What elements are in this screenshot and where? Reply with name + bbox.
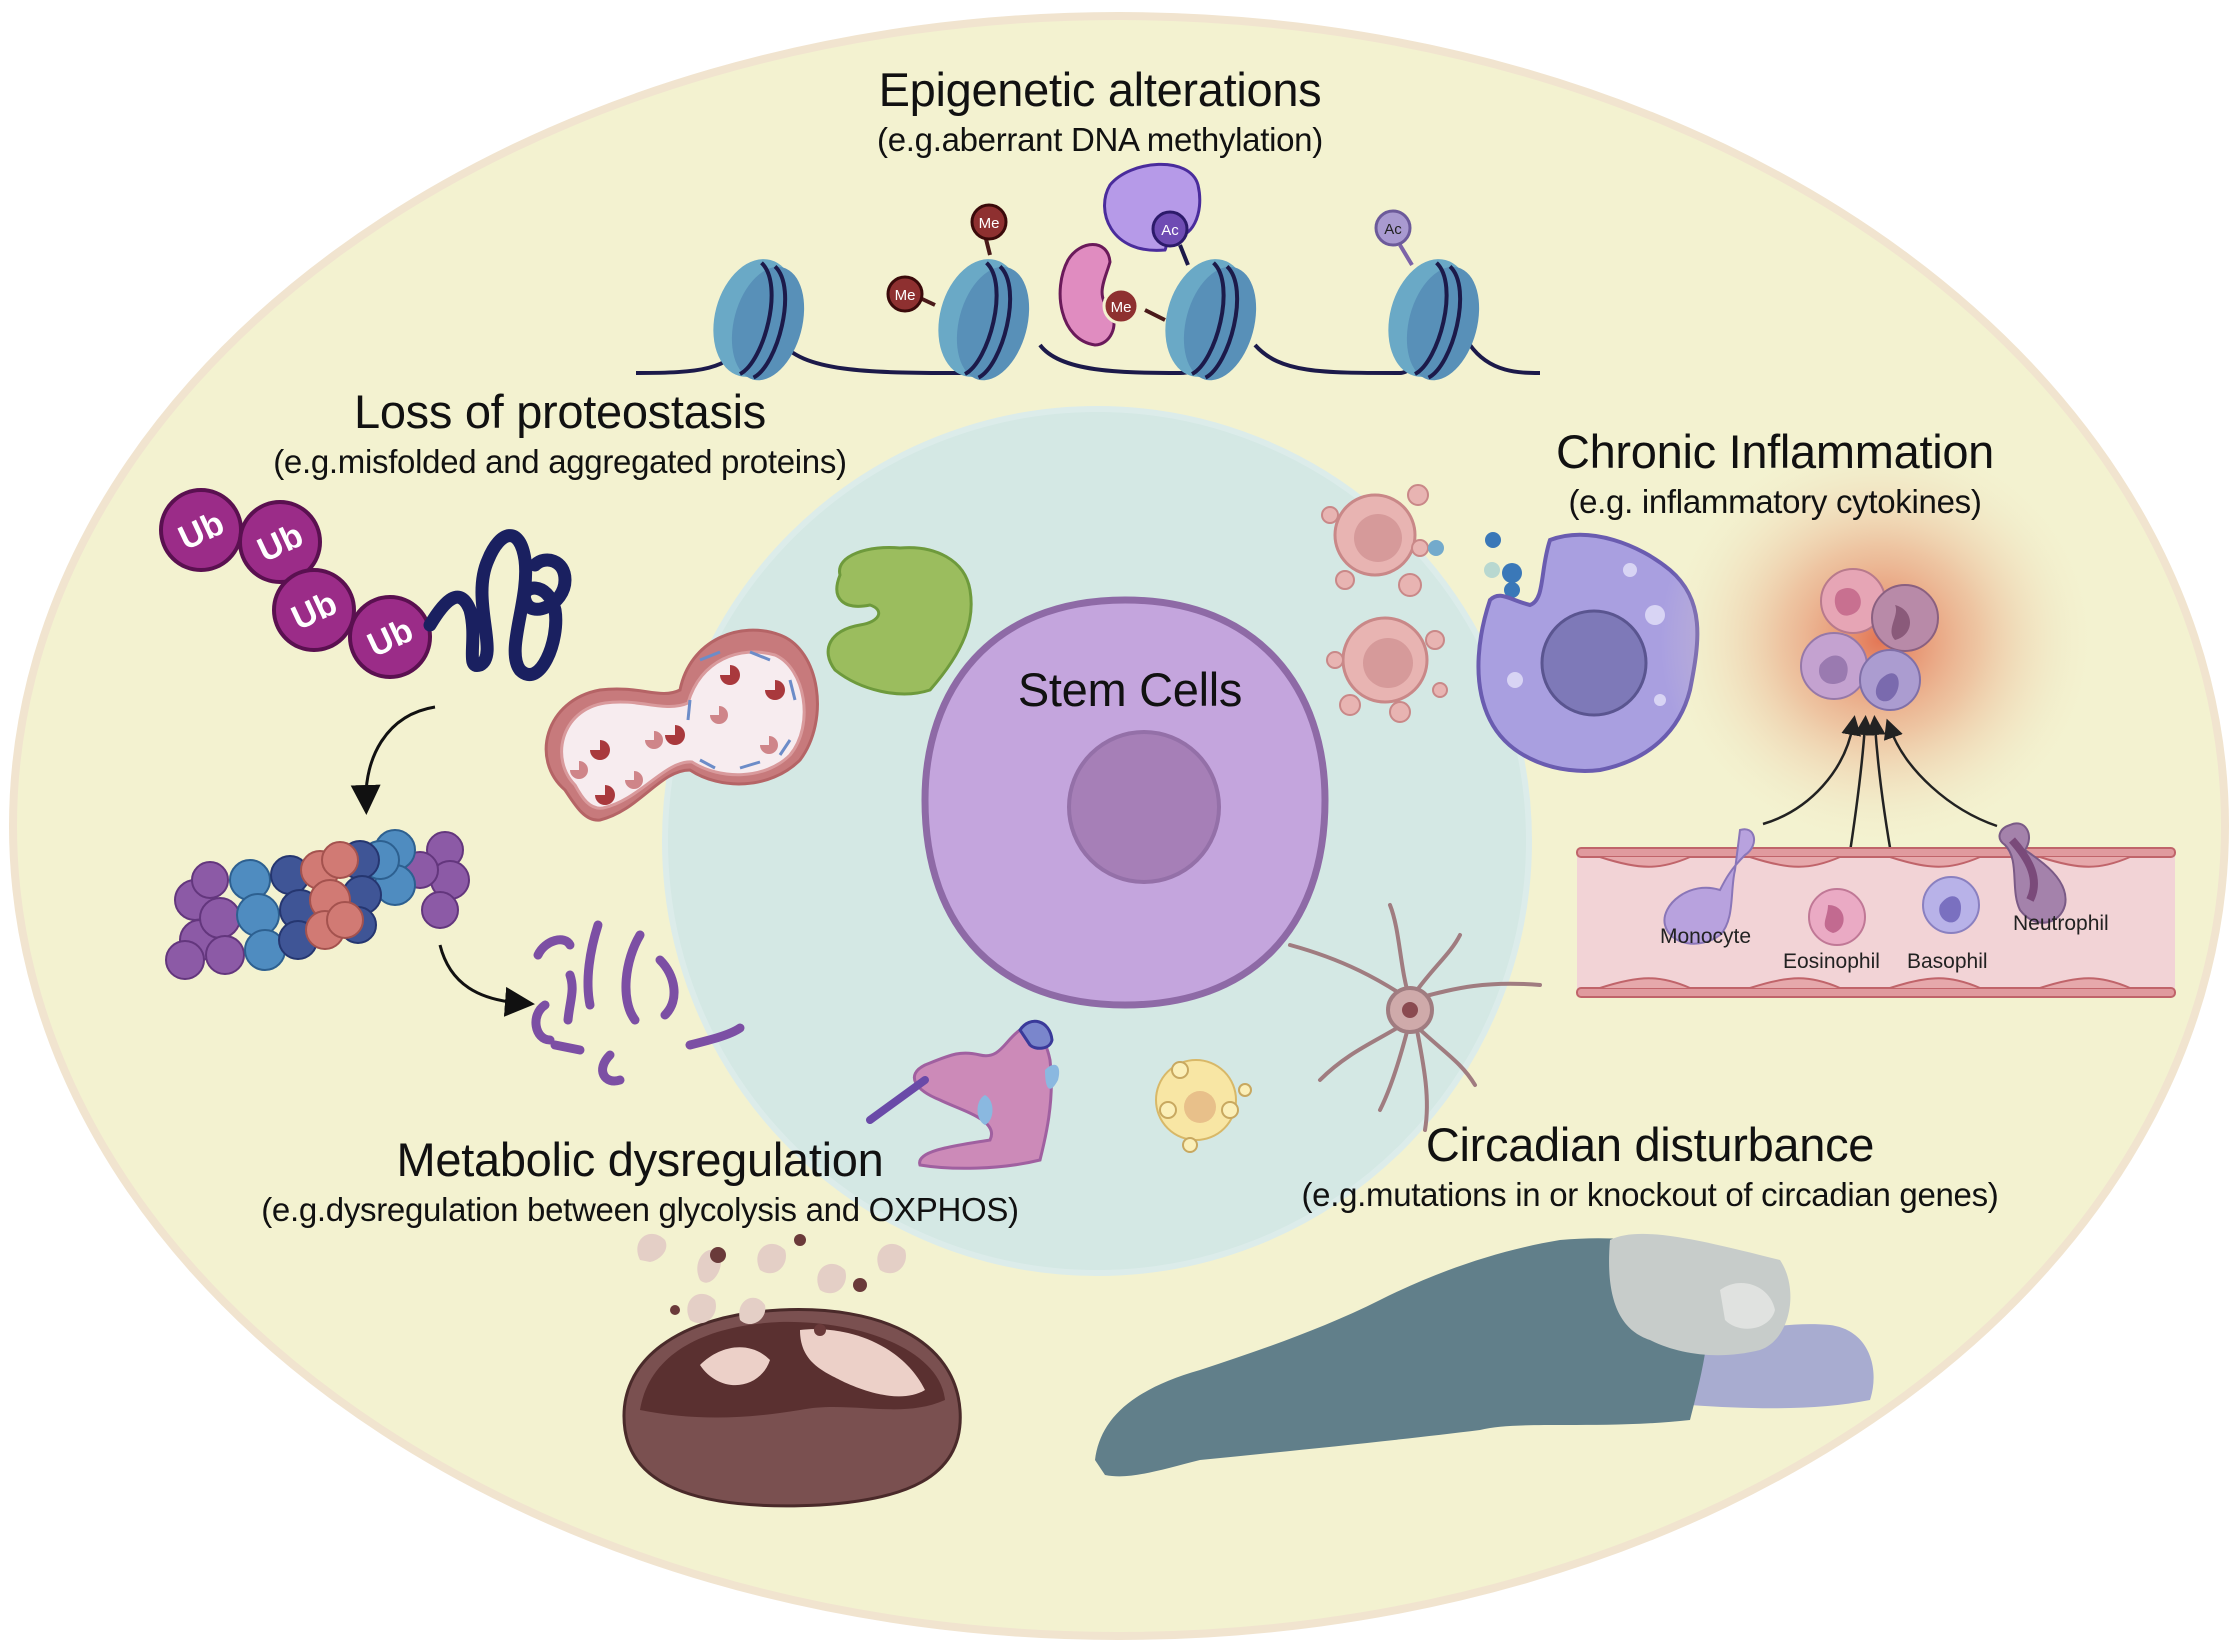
epigenetic-subtitle: (e.g.aberrant DNA methylation) <box>877 121 1323 158</box>
inflammation-subtitle: (e.g. inflammatory cytokines) <box>1568 483 1982 520</box>
adipocyte-like-cell <box>1155 1059 1252 1153</box>
blanket <box>1095 1238 1709 1477</box>
epigenetic-title: Epigenetic alterations <box>878 63 1322 116</box>
methyl-mark: Me <box>1102 287 1166 325</box>
neuron <box>1288 903 1542 1132</box>
nucleosome-4 <box>1388 259 1480 381</box>
methyl-mark: Me <box>886 275 936 313</box>
circadian-subtitle: (e.g.mutations in or knockout of circadi… <box>1301 1176 1999 1213</box>
inflammation-title: Chronic Inflammation <box>1555 425 1995 478</box>
immune-cell-cluster <box>1800 568 1939 711</box>
neutrophil-label: Neutrophil <box>2013 912 2109 935</box>
stem-cells-label: Stem Cells <box>1017 663 1243 716</box>
neutrophil-cell <box>1998 822 2067 924</box>
monocyte-label: Monocyte <box>1660 925 1752 948</box>
eosinophil-cell <box>1808 888 1866 946</box>
dna-strand <box>635 338 1541 376</box>
ubiquitin-chain: Ub Ub Ub Ub <box>159 488 432 679</box>
metabolic-subtitle: (e.g.dysregulation between glycolysis an… <box>261 1191 1019 1228</box>
monocyte-cell <box>1663 828 1755 945</box>
acetyl-mark: Ac <box>1374 209 1414 267</box>
basophil-cell <box>1922 876 1980 934</box>
macrophage <box>1476 532 1700 773</box>
sleeping-person <box>1095 1233 1874 1477</box>
damaged-mitochondrion <box>622 1233 962 1508</box>
arrow-to-fragments <box>438 944 535 1017</box>
migrating-cell <box>866 1019 1060 1170</box>
nucleosome-1 <box>713 259 805 381</box>
methyl-label: Me <box>1111 299 1132 316</box>
arrow-to-aggregate <box>350 705 436 815</box>
circadian-title: Circadian disturbance <box>1425 1118 1875 1171</box>
methyl-label: Me <box>895 287 916 304</box>
stem-cell <box>921 596 1329 1009</box>
apoptotic-cell <box>1321 484 1444 597</box>
methyl-label: Me <box>979 215 1000 232</box>
methyl-mark: Me <box>970 203 1008 256</box>
acetyl-label: Ac <box>1384 221 1402 238</box>
acetyl-mark: Ac <box>1151 210 1190 266</box>
eosinophil-label: Eosinophil <box>1783 950 1880 973</box>
nucleosome-3 <box>1165 259 1257 381</box>
nucleus <box>1067 730 1221 884</box>
acetyl-label: Ac <box>1161 222 1179 239</box>
chromatin-illustration: Me Me Me Ac Ac <box>635 162 1541 381</box>
autolysosome <box>544 628 819 822</box>
apoptotic-cell <box>1326 616 1448 723</box>
cytokines <box>1484 532 1522 598</box>
proteostasis-subtitle: (e.g.misfolded and aggregated proteins) <box>273 443 847 480</box>
protein-aggregate <box>165 829 470 980</box>
nucleosome-2 <box>938 259 1030 381</box>
green-protein <box>826 545 973 696</box>
proteostasis-title: Loss of proteostasis <box>354 385 766 438</box>
basophil-label: Basophil <box>1907 950 1988 973</box>
misfolded-protein <box>423 529 572 681</box>
peptide-fragments <box>531 920 745 1086</box>
metabolic-title: Metabolic dysregulation <box>396 1133 884 1186</box>
